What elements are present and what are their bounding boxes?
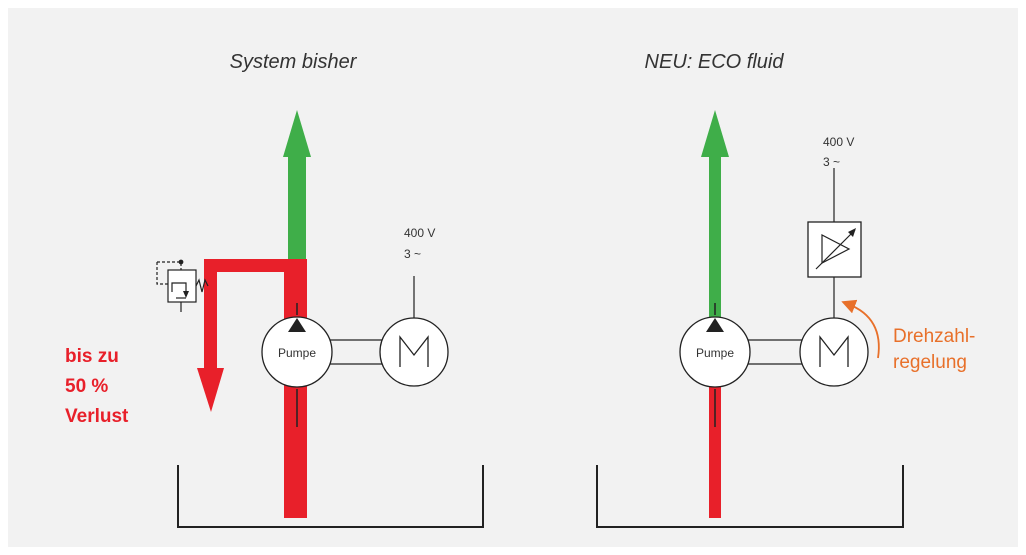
phase-right: 3 ~: [823, 155, 840, 169]
system-eco-title: NEU: ECO fluid: [645, 51, 785, 73]
motor-symbol-icon-right: [819, 335, 849, 367]
pump-right: [679, 316, 751, 388]
relief-valve-icon: [156, 259, 209, 312]
tank-right: [596, 465, 904, 528]
voltage-left: 400 V: [404, 226, 435, 240]
flow-output-bar-left: [288, 155, 306, 261]
loss-label-line2: 50 %: [65, 376, 108, 397]
flow-output-arrowhead-left: [283, 110, 311, 157]
tank-left: [177, 465, 484, 528]
regulation-label-line2: regelung: [893, 352, 967, 373]
flow-output-arrowhead-right: [701, 110, 729, 157]
loss-label-line1: bis zu: [65, 346, 119, 367]
loss-bypass-horizontal: [204, 259, 307, 272]
flow-suction-bar-right: [709, 386, 721, 518]
pump-label-right: Pumpe: [696, 346, 734, 360]
motor-left: [379, 317, 449, 387]
motor-right: [799, 317, 869, 387]
loss-bypass-vertical: [204, 259, 217, 371]
pump-label-left: Pumpe: [278, 346, 316, 360]
voltage-right: 400 V: [823, 135, 854, 149]
system-old-title: System bisher: [230, 51, 358, 73]
pump-direction-icon: [288, 318, 306, 332]
loss-label-line3: Verlust: [65, 406, 129, 427]
phase-left: 3 ~: [404, 247, 421, 261]
motor-symbol-icon: [399, 335, 429, 367]
pump-direction-icon-right: [706, 318, 724, 332]
system-eco: NEU: ECO fluid Pumpe 400 V 3 ~ Drehzahl-: [596, 51, 975, 528]
flow-suction-bar-left: [284, 259, 307, 518]
pump-left: [261, 316, 333, 388]
speed-regulation-arrow-icon: [841, 299, 880, 359]
flow-output-bar-right: [709, 155, 721, 320]
regulation-label-line1: Drehzahl-: [893, 326, 975, 347]
system-old: System bisher Pumpe: [65, 51, 484, 528]
loss-arrowhead-icon: [197, 368, 224, 412]
